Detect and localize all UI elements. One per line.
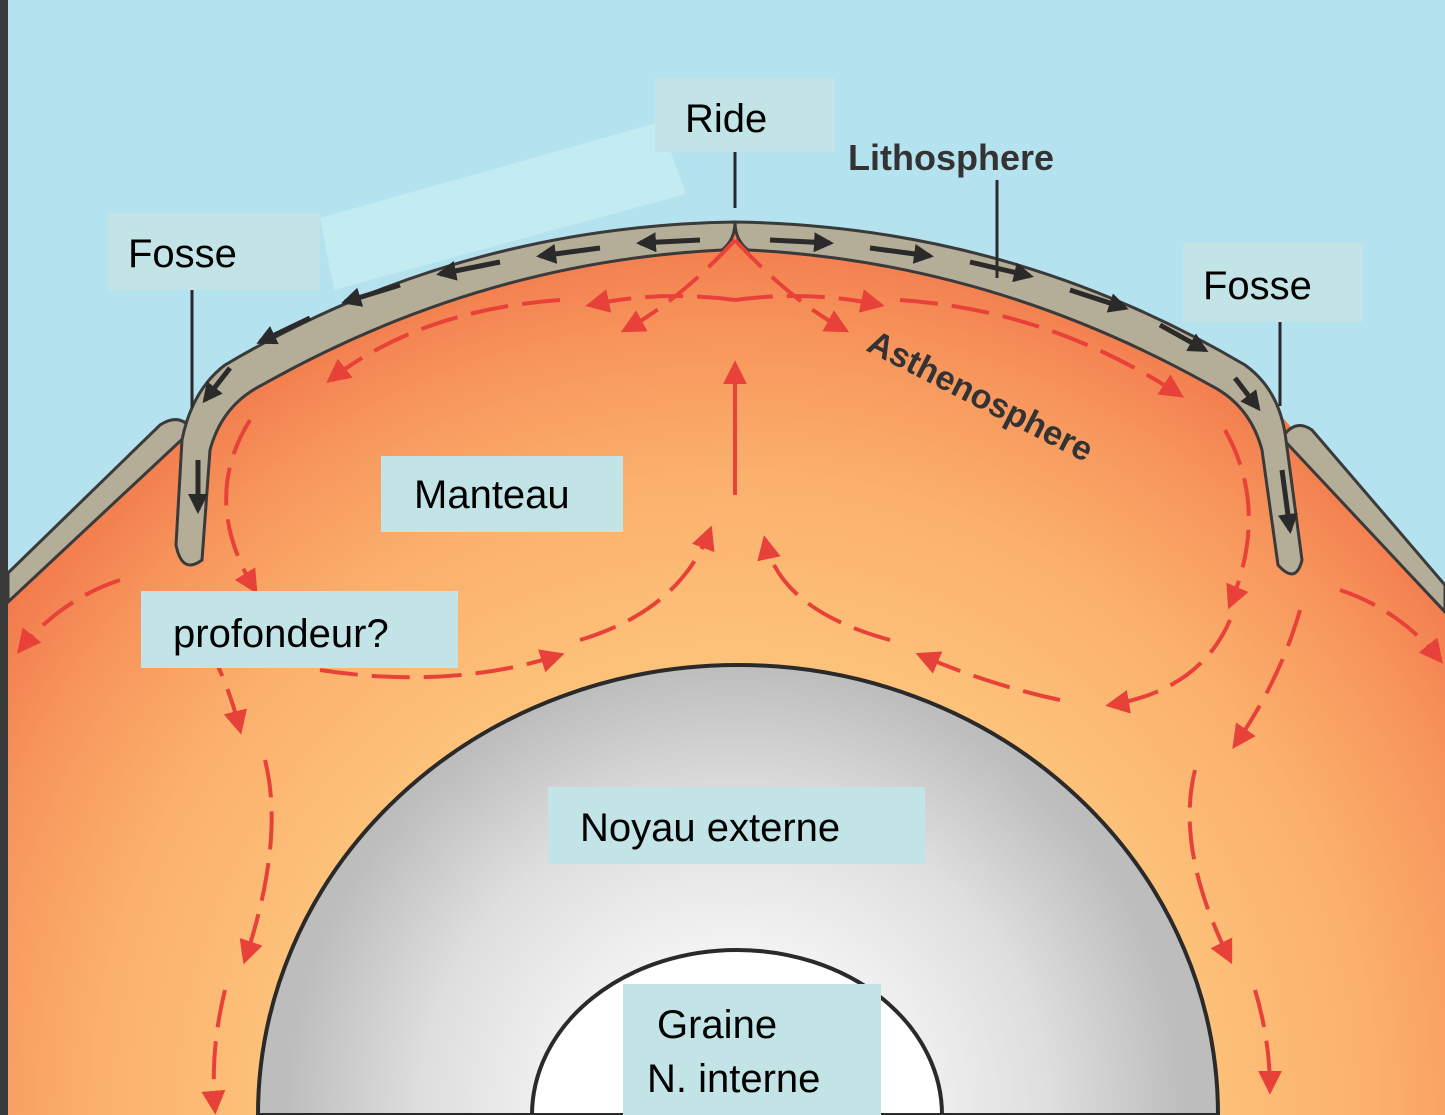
left-frame-line [0, 0, 8, 1115]
noyau-interne-label: N. interne [647, 1056, 881, 1102]
inner-core-label: Graine N. interne [623, 984, 881, 1115]
lithosphere-label: Lithosphere [848, 137, 1054, 178]
profondeur-label: profondeur? [141, 591, 458, 668]
fosse-right-label: Fosse [1183, 243, 1363, 322]
ride-label: Ride [655, 78, 835, 152]
manteau-label: Manteau [381, 456, 623, 532]
fosse-left-label: Fosse [108, 213, 320, 290]
graine-label: Graine [647, 1002, 881, 1048]
noyau-externe-label: Noyau externe [548, 787, 925, 864]
